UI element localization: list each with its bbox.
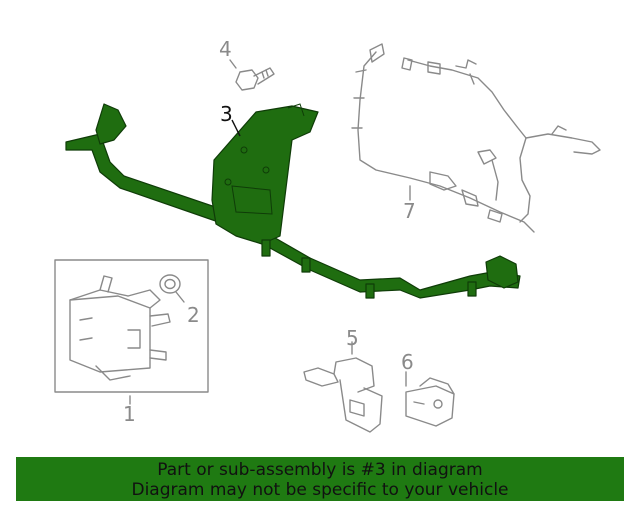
wiring-harness-part-7 (351, 43, 601, 233)
callout-3: 3 (220, 102, 233, 126)
bracket-assembly-part-3 (65, 103, 521, 299)
callout-5: 5 (346, 326, 359, 350)
control-module-box (54, 259, 209, 393)
bracket-part-6 (405, 371, 455, 427)
info-banner: Part or sub-assembly is #3 in diagram Di… (16, 457, 624, 501)
callout-1: 1 (123, 402, 136, 426)
bracket-details (224, 103, 305, 215)
callout-2: 2 (187, 303, 200, 327)
nut-part-2 (159, 274, 185, 303)
callout-4: 4 (219, 37, 232, 61)
banner-line-1: Part or sub-assembly is #3 in diagram (157, 460, 483, 480)
banner-line-2: Diagram may not be specific to your vehi… (131, 480, 509, 500)
leader-line-3 (231, 119, 241, 137)
callout-6: 6 (401, 350, 414, 374)
parts-diagram: 4 3 7 2 5 6 1 (54, 37, 601, 433)
callout-7: 7 (403, 199, 416, 223)
bolt-part-4 (229, 59, 275, 91)
sensor-part-5 (303, 341, 383, 433)
